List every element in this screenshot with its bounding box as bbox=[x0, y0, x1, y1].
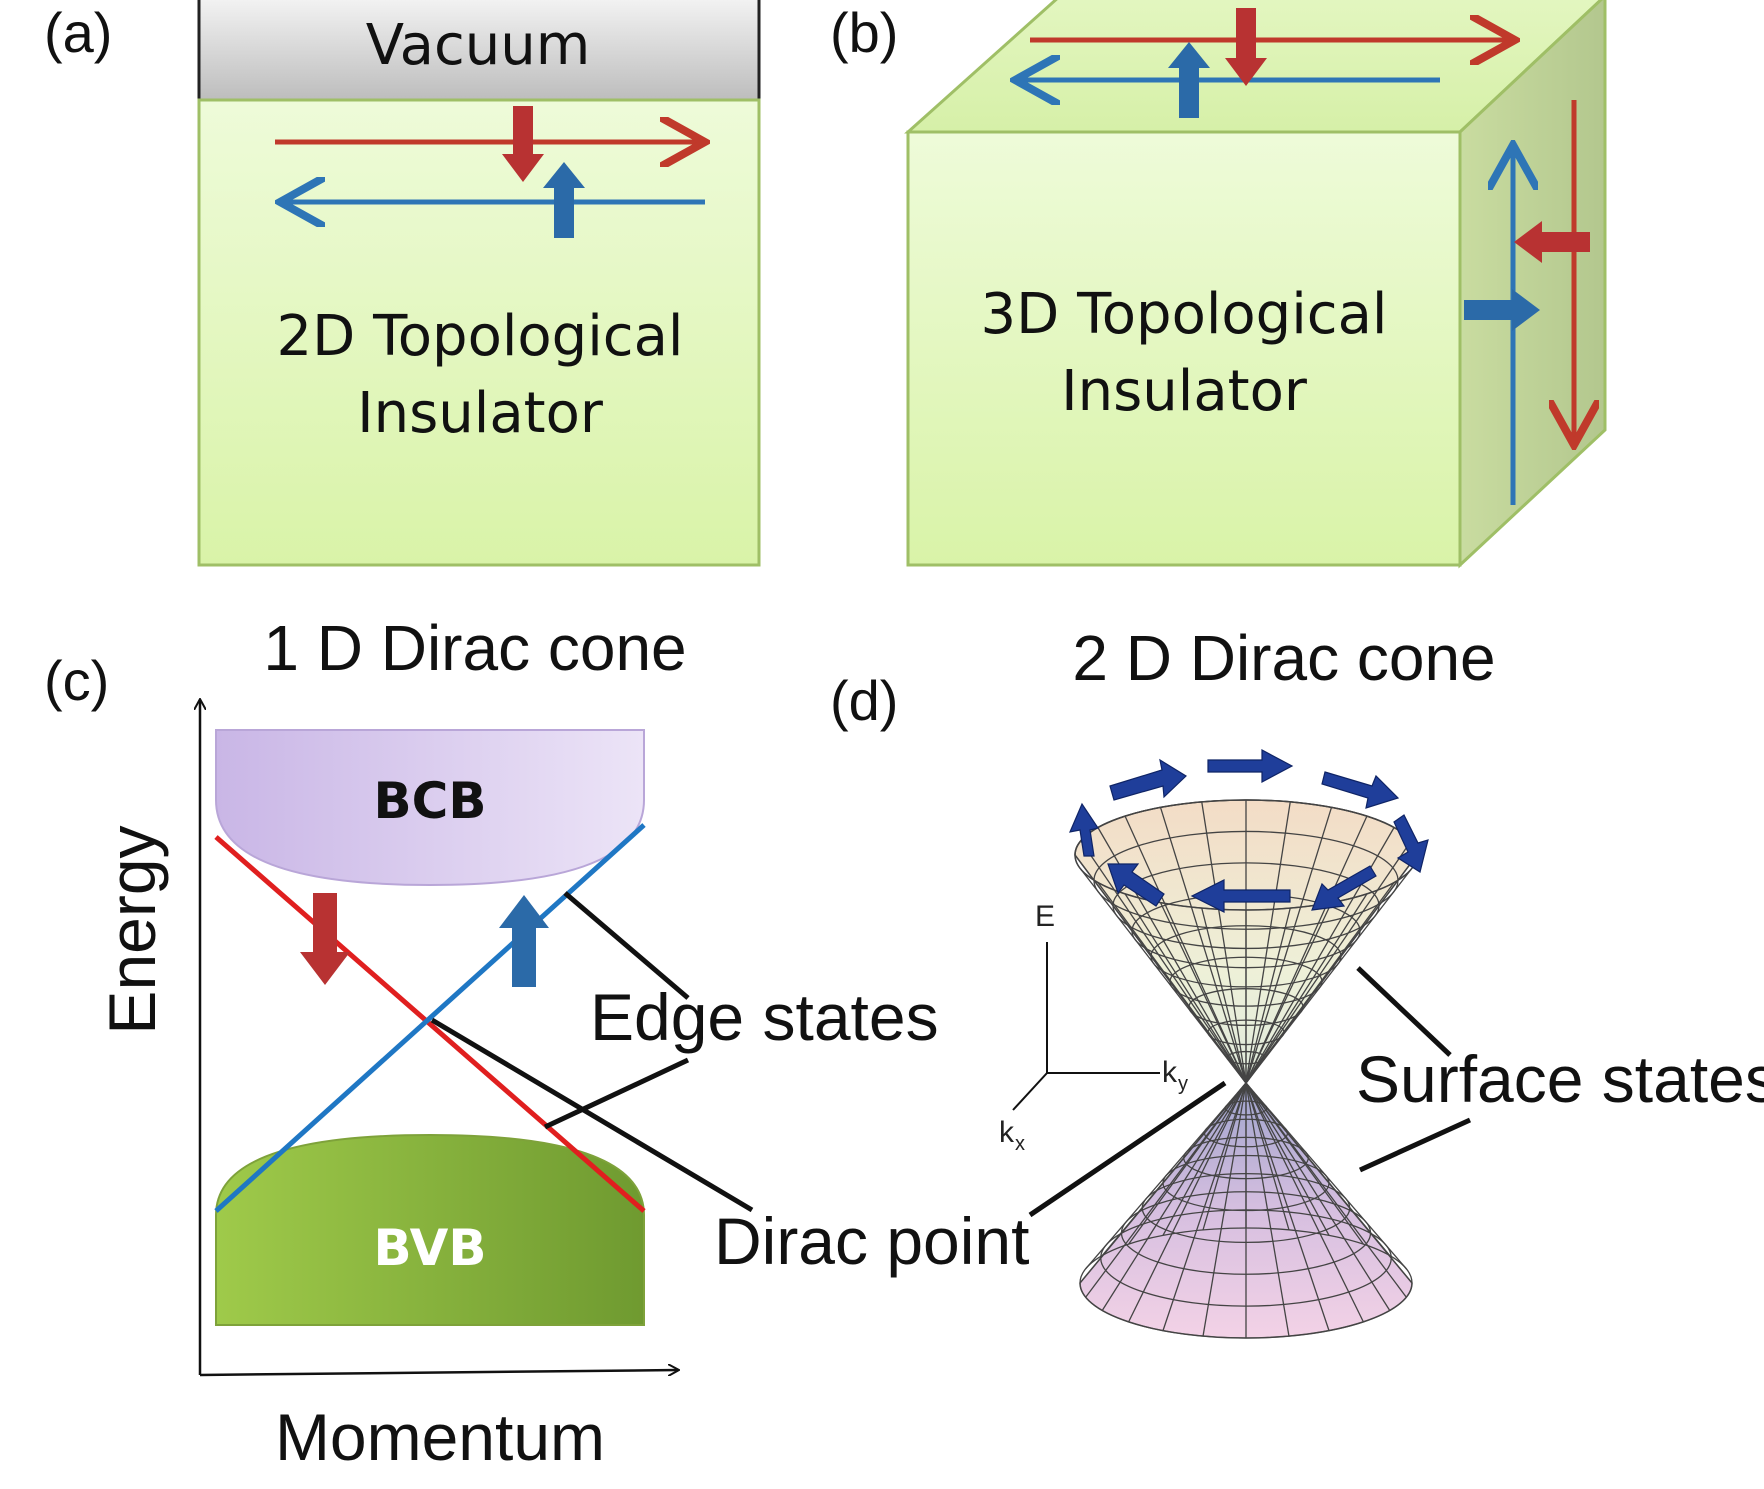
lower-cone-mesh-spoke bbox=[1245, 1082, 1290, 1231]
upper-cone-mesh-spoke bbox=[1201, 801, 1247, 1084]
lower-cone-mesh-spoke bbox=[1245, 1082, 1330, 1331]
axis-ky-subscript: y bbox=[1178, 1073, 1188, 1095]
lower-cone-mesh-spoke bbox=[1245, 1082, 1330, 1236]
lower-cone-mesh-spoke bbox=[1245, 1082, 1391, 1311]
surface-states-pointer-upper bbox=[1356, 966, 1452, 1057]
blue-edge-state-line bbox=[214, 823, 646, 1213]
upper-cone-mesh-spoke bbox=[1245, 801, 1291, 1084]
momentum-axis bbox=[199, 1370, 678, 1377]
upper-cone-mesh-spoke bbox=[1080, 840, 1247, 1084]
vacuum-layer bbox=[197, 0, 761, 102]
upper-cone-mesh-spoke bbox=[1074, 854, 1247, 1084]
upper-dirac-cone bbox=[1074, 799, 1418, 1085]
spin-right-icon bbox=[1464, 289, 1540, 331]
momentum-energy-axes bbox=[1012, 942, 1160, 1111]
lower-cone-mesh-spoke bbox=[1162, 1082, 1247, 1236]
spin-texture-arrows bbox=[1068, 749, 1429, 913]
lower-cone-mesh-spoke bbox=[1245, 1082, 1364, 1245]
vacuum-label: Vacuum bbox=[366, 13, 591, 78]
3d-insulator-box bbox=[906, 130, 1462, 567]
3d-insulator-line1: 3D Topological bbox=[981, 282, 1388, 347]
lower-cone-mesh-spoke bbox=[1245, 1082, 1364, 1323]
lower-cone-mesh-spoke bbox=[1128, 1082, 1247, 1245]
lower-cone-mesh-spoke bbox=[1085, 1082, 1247, 1270]
red-edge-state-line bbox=[214, 835, 646, 1213]
upper-cone-mesh-spoke bbox=[1245, 868, 1412, 1084]
lower-cone-mesh-spoke bbox=[1202, 1082, 1247, 1231]
lower-cone-mesh-spoke bbox=[1245, 1082, 1407, 1270]
upper-cone-mesh-spoke bbox=[1201, 907, 1247, 1084]
spin-up-icon bbox=[499, 895, 549, 987]
upper-cone-mesh-spoke bbox=[1124, 893, 1247, 1084]
axis-ky-label: k bbox=[1162, 1056, 1178, 1089]
axis-e-label: E bbox=[1035, 900, 1055, 933]
panel-c-label: (c) bbox=[44, 649, 109, 712]
upper-cone-mesh-spoke bbox=[1245, 893, 1368, 1084]
upper-cone-mesh-spoke bbox=[1124, 815, 1247, 1084]
lower-cone-mesh-spoke bbox=[1101, 1082, 1247, 1256]
lower-dirac-cone bbox=[1079, 1081, 1413, 1339]
energy-axis-label: Energy bbox=[95, 825, 169, 1034]
panel-a-label: (a) bbox=[44, 1, 112, 64]
edge-states-label: Edge states bbox=[590, 980, 939, 1054]
panel-d-label: (d) bbox=[830, 669, 898, 732]
panel-b-label: (b) bbox=[830, 1, 898, 64]
bvb-band bbox=[215, 1133, 645, 1326]
upper-cone-mesh-spoke bbox=[1245, 882, 1395, 1084]
dirac-point-pointer-c bbox=[430, 1017, 754, 1213]
spin-left-icon bbox=[1514, 221, 1590, 263]
lower-cone-mesh-spoke bbox=[1162, 1082, 1247, 1331]
panel-d-title: 2 D Dirac cone bbox=[1072, 622, 1495, 694]
2d-insulator-line1: 2D Topological bbox=[277, 304, 684, 369]
surface-states-pointer-lower bbox=[1358, 1117, 1472, 1173]
spin-down-icon bbox=[300, 893, 350, 985]
spin-down-icon bbox=[1225, 8, 1267, 86]
axis-kx-subscript: x bbox=[1015, 1133, 1025, 1155]
upper-cone-mesh-spoke bbox=[1245, 807, 1333, 1084]
upper-cone-mesh-spoke bbox=[1245, 840, 1412, 1084]
surface-states-label: Surface states bbox=[1356, 1042, 1764, 1116]
axis-kx-label: k bbox=[999, 1116, 1015, 1149]
edge-states-pointer-upper bbox=[563, 891, 690, 1000]
spin-up-icon bbox=[1168, 42, 1210, 118]
momentum-axis-label: Momentum bbox=[275, 1400, 605, 1474]
lower-cone-mesh-spoke bbox=[1128, 1082, 1247, 1323]
edge-states-pointer-lower bbox=[543, 1057, 690, 1130]
upper-cone-mesh-spoke bbox=[1159, 807, 1247, 1084]
lower-cone-mesh-spoke bbox=[1245, 1082, 1290, 1337]
dirac-point-pointer-d bbox=[1028, 1080, 1227, 1218]
bcb-label: BCB bbox=[374, 772, 487, 830]
2d-insulator-line2: Insulator bbox=[357, 381, 604, 446]
spin-up-icon bbox=[543, 162, 585, 238]
lower-cone-mesh-spoke bbox=[1101, 1082, 1247, 1311]
upper-cone-mesh-spoke bbox=[1245, 907, 1291, 1084]
3d-insulator-line2: Insulator bbox=[1061, 359, 1308, 424]
spin-down-icon bbox=[502, 106, 544, 182]
lower-cone-mesh-spoke bbox=[1202, 1082, 1247, 1337]
upper-cone-mesh-spoke bbox=[1245, 815, 1368, 1084]
bvb-label: BVB bbox=[374, 1219, 487, 1277]
dirac-point-label: Dirac point bbox=[714, 1204, 1029, 1278]
panel-c-title: 1 D Dirac cone bbox=[263, 612, 686, 684]
